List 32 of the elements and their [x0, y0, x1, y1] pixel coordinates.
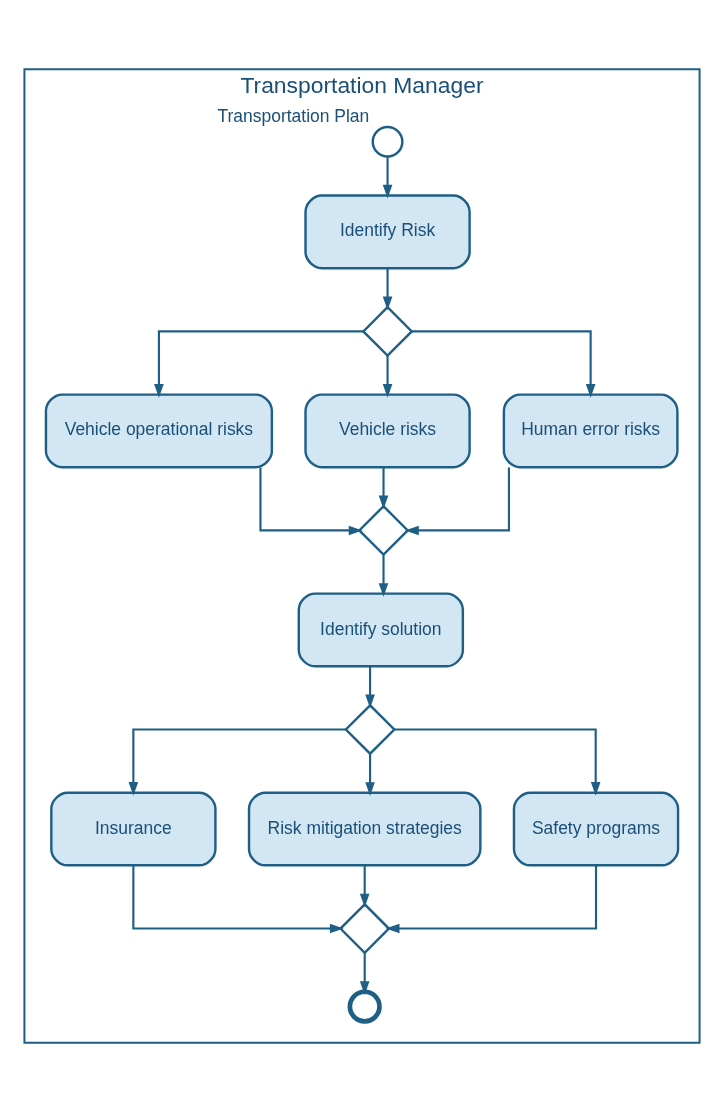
node-diamond — [357, 504, 410, 557]
arrow — [385, 865, 598, 934]
arrow — [382, 356, 393, 398]
arrow — [394, 728, 601, 796]
arrow — [378, 467, 389, 510]
arrow — [405, 467, 510, 536]
arrow — [365, 666, 375, 709]
arrow — [359, 952, 370, 995]
node-circle — [371, 125, 404, 158]
arrow — [128, 728, 346, 796]
arrow — [259, 467, 363, 536]
node-label: Transportation Plan — [217, 106, 370, 127]
arrow — [378, 555, 389, 597]
node-diamond — [361, 305, 414, 358]
arrow — [365, 754, 375, 796]
arrow — [412, 330, 596, 398]
node-diamond — [344, 703, 396, 756]
arrow — [382, 268, 393, 311]
node-box: Risk mitigation strategies — [247, 791, 482, 867]
arrow — [132, 865, 344, 934]
node-box: Human error risks — [502, 393, 679, 469]
node-circle — [347, 989, 382, 1024]
arrow — [359, 865, 370, 908]
node-box: Vehicle operational risks — [44, 393, 274, 469]
node-diamond — [338, 902, 391, 955]
node-box: Identify Risk — [304, 194, 471, 270]
node-box: Identify solution — [297, 592, 465, 668]
arrow — [154, 330, 364, 398]
arrow — [382, 156, 393, 199]
node-box: Safety programs — [512, 791, 680, 867]
node-box: Insurance — [50, 791, 217, 867]
node-box: Vehicle risks — [304, 393, 471, 469]
